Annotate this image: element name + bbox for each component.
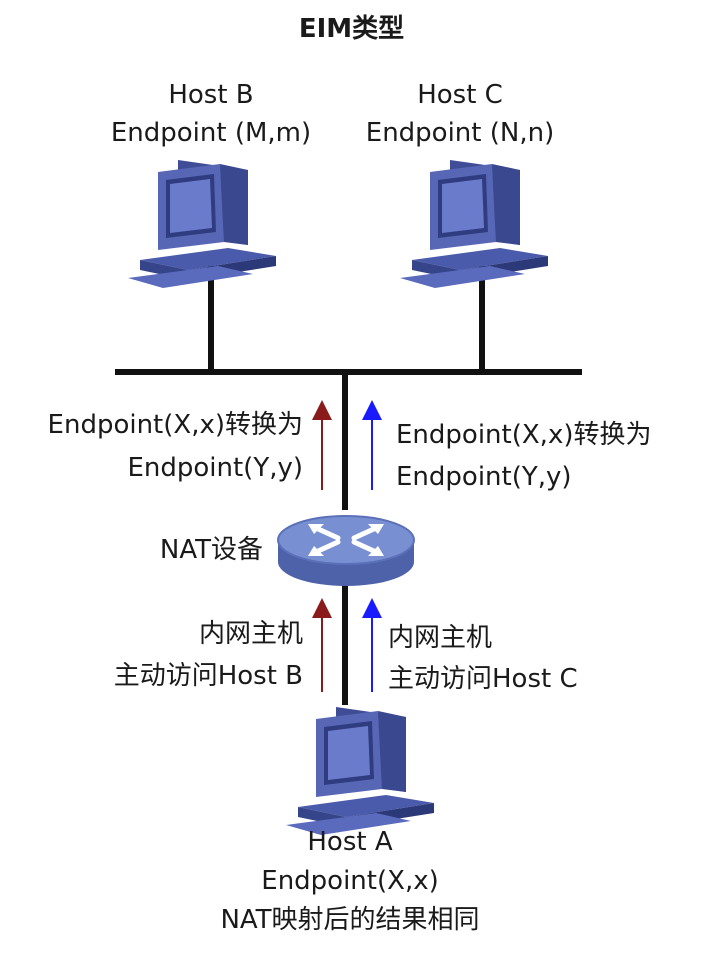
computer-icon-host-b: [128, 160, 276, 288]
router-icon: [277, 515, 415, 586]
left-translation-line-1: Endpoint(X,x)转换为: [47, 410, 303, 440]
right-translation-line-2: Endpoint(Y,y): [396, 462, 572, 492]
nat-device-label: NAT设备: [159, 535, 263, 565]
host-c-name: Host C: [417, 80, 503, 110]
left-access-line-1: 内网主机: [198, 619, 303, 649]
right-access-line-2: 主动访问Host C: [388, 664, 578, 694]
host-c-endpoint: Endpoint (N,n): [365, 118, 555, 148]
right-access-line-1: 内网主机: [388, 623, 493, 653]
host-a-note: NAT映射后的结果相同: [220, 905, 480, 935]
right-translation-line-1: Endpoint(X,x)转换为: [396, 420, 652, 450]
host-a-endpoint: Endpoint(X,x): [261, 866, 439, 896]
host-a-name: Host A: [307, 827, 393, 857]
computer-icon-host-c: [400, 160, 548, 288]
host-b-name: Host B: [168, 80, 254, 110]
computer-icon-host-a: [286, 707, 434, 835]
host-b-endpoint: Endpoint (M,m): [110, 118, 312, 148]
left-access-line-2: 主动访问Host B: [113, 661, 303, 691]
left-translation-line-2: Endpoint(Y,y): [127, 453, 303, 483]
diagram-title: EIM类型: [298, 14, 405, 44]
